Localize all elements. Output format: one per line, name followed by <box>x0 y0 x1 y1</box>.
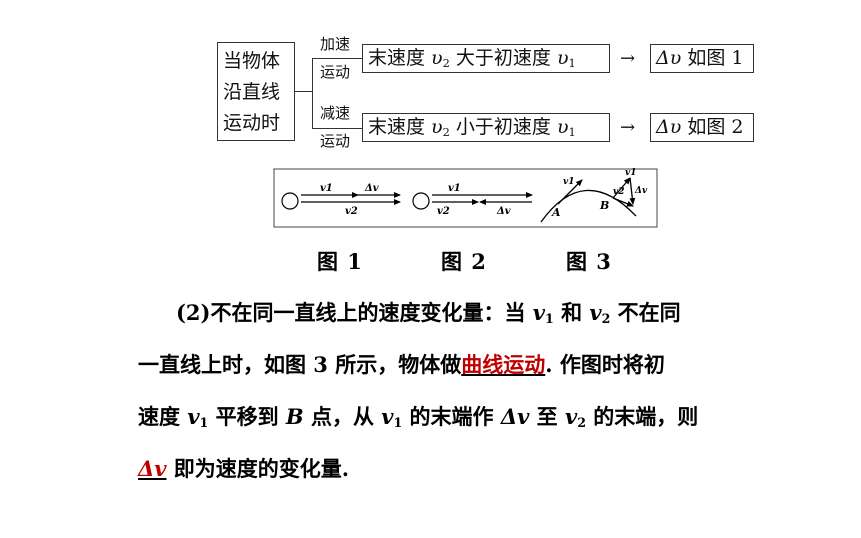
fig3-point-A: A <box>551 206 561 219</box>
paragraph-line-4: Δv 即为速度的变化量. <box>138 443 798 495</box>
p4-highlight-delta-v: Δv <box>138 456 167 481</box>
p3-point-B: B <box>285 404 304 429</box>
accel-result-box: Δυ 如图 1 <box>650 44 754 73</box>
fig1-v2-label: v2 <box>345 206 358 217</box>
fig3-curve <box>540 189 637 223</box>
accel-v2-subscript: 2 <box>442 55 450 70</box>
p2-highlight-curved-motion: 曲线运动 <box>461 352 546 377</box>
fig3-v2-label: v2 <box>613 187 625 197</box>
fig2-object <box>412 192 430 210</box>
paragraph-line-3: 速度 v1 平移到 B 点，从 v1 的末端作 Δv 至 v2 的末端，则 <box>138 391 798 449</box>
p3-text-b: 平移到 <box>208 404 286 429</box>
figure-label-3: 图 3 <box>566 249 612 274</box>
decel-v1-subscript: 1 <box>568 124 576 139</box>
condition-line-2: 沿直线 <box>223 81 281 103</box>
p1-v2: v <box>589 300 602 325</box>
accel-label-bottom: 运动 <box>320 63 351 81</box>
decel-box-middle: 小于初速度 <box>449 116 557 138</box>
p1-text-b: 和 <box>553 300 590 325</box>
fig3-dv-label: Δv <box>634 186 648 196</box>
branch-stem <box>295 91 312 92</box>
condition-line-3: 运动时 <box>223 112 281 134</box>
p3-text-d: 的末端作 <box>402 404 501 429</box>
decel-result-delta: Δυ <box>656 116 682 138</box>
fig3-v1-arrow-at-B <box>612 177 631 199</box>
accel-v1-symbol: υ <box>556 47 569 69</box>
fig2-dv-label: Δv <box>496 206 511 217</box>
p3-text-f: 的末端，则 <box>585 404 699 429</box>
p2-text-b: . 作图时将初 <box>545 352 665 377</box>
accel-v1-subscript: 1 <box>568 55 576 70</box>
fig1-object <box>281 192 299 210</box>
branch-vertical <box>312 58 313 128</box>
p1-v1-sub: 1 <box>545 311 554 327</box>
condition-box: 当物体 沿直线 运动时 <box>217 42 295 141</box>
decel-label-top: 减速 <box>320 104 351 122</box>
p3-v1-sub: 1 <box>199 415 209 431</box>
p1-text-a: (2)不在同一直线上的速度变化量：当 <box>176 300 533 325</box>
p1-text-c: 不在同 <box>610 300 681 325</box>
paragraph-line-2: 一直线上时，如图 3 所示，物体做曲线运动. 作图时将初 <box>138 339 798 391</box>
figure-frame <box>273 168 658 228</box>
fig3-v1-label-A: v1 <box>563 177 575 187</box>
accel-v2-symbol: υ <box>431 47 443 69</box>
decel-box: 末速度 υ2 小于初速度 υ1 <box>362 113 610 142</box>
decel-result-box: Δυ 如图 2 <box>650 113 754 142</box>
accel-result-text: 如图 1 <box>681 47 744 69</box>
fig2-v2-label: v2 <box>437 206 450 217</box>
fig3-v1-arrow-at-A <box>557 179 583 205</box>
fig3-dv-arrow <box>629 177 636 205</box>
figure-label-1: 图 1 <box>317 249 363 274</box>
accel-label-top: 加速 <box>320 35 351 53</box>
decel-box-prefix: 末速度 <box>368 116 432 138</box>
decel-v1-symbol: υ <box>556 116 569 138</box>
decel-arrow-icon: → <box>620 117 636 138</box>
p3-v1: v <box>187 404 200 429</box>
p1-v1: v <box>532 300 545 325</box>
accel-arrow-icon: → <box>620 48 636 69</box>
p3-text-c: 点，从 <box>303 404 382 429</box>
fig2-v1-label: v1 <box>448 183 461 194</box>
p4-text-a: 即为速度的变化量. <box>166 456 350 481</box>
p3-text-e: 至 <box>529 404 565 429</box>
p3-text-a: 速度 <box>138 404 188 429</box>
p1-v2-sub: 2 <box>601 311 611 327</box>
accel-box-prefix: 末速度 <box>368 47 432 69</box>
decel-v2-subscript: 2 <box>442 124 450 139</box>
figure-label-2: 图 2 <box>441 249 487 274</box>
p3-v2-sub: 2 <box>577 415 586 431</box>
fig3-v2-arrow <box>612 197 634 207</box>
accel-result-delta: Δυ <box>656 47 682 69</box>
p3-v1b-sub: 1 <box>393 415 403 431</box>
accel-box-middle: 大于初速度 <box>449 47 557 69</box>
decel-v2-symbol: υ <box>431 116 443 138</box>
p3-v1b: v <box>381 404 394 429</box>
branch-bottom <box>312 128 362 129</box>
decel-result-text: 如图 2 <box>681 116 744 138</box>
p2-text-a: 一直线上时，如图 3 所示，物体做 <box>138 352 462 377</box>
p3-delta-v: Δv <box>500 404 530 429</box>
fig1-dv-label: Δv <box>364 183 379 194</box>
decel-label-bottom: 运动 <box>320 132 351 150</box>
branch-top <box>312 58 362 59</box>
condition-line-1: 当物体 <box>223 50 281 72</box>
p3-v2: v <box>565 404 578 429</box>
fig3-v1-label-B: v1 <box>625 168 637 178</box>
paragraph-line-1: (2)不在同一直线上的速度变化量：当 v1 和 v2 不在同 <box>176 287 836 345</box>
accel-box: 末速度 υ2 大于初速度 υ1 <box>362 44 610 73</box>
fig1-v1-label: v1 <box>320 183 333 194</box>
fig3-point-B: B <box>599 199 609 212</box>
